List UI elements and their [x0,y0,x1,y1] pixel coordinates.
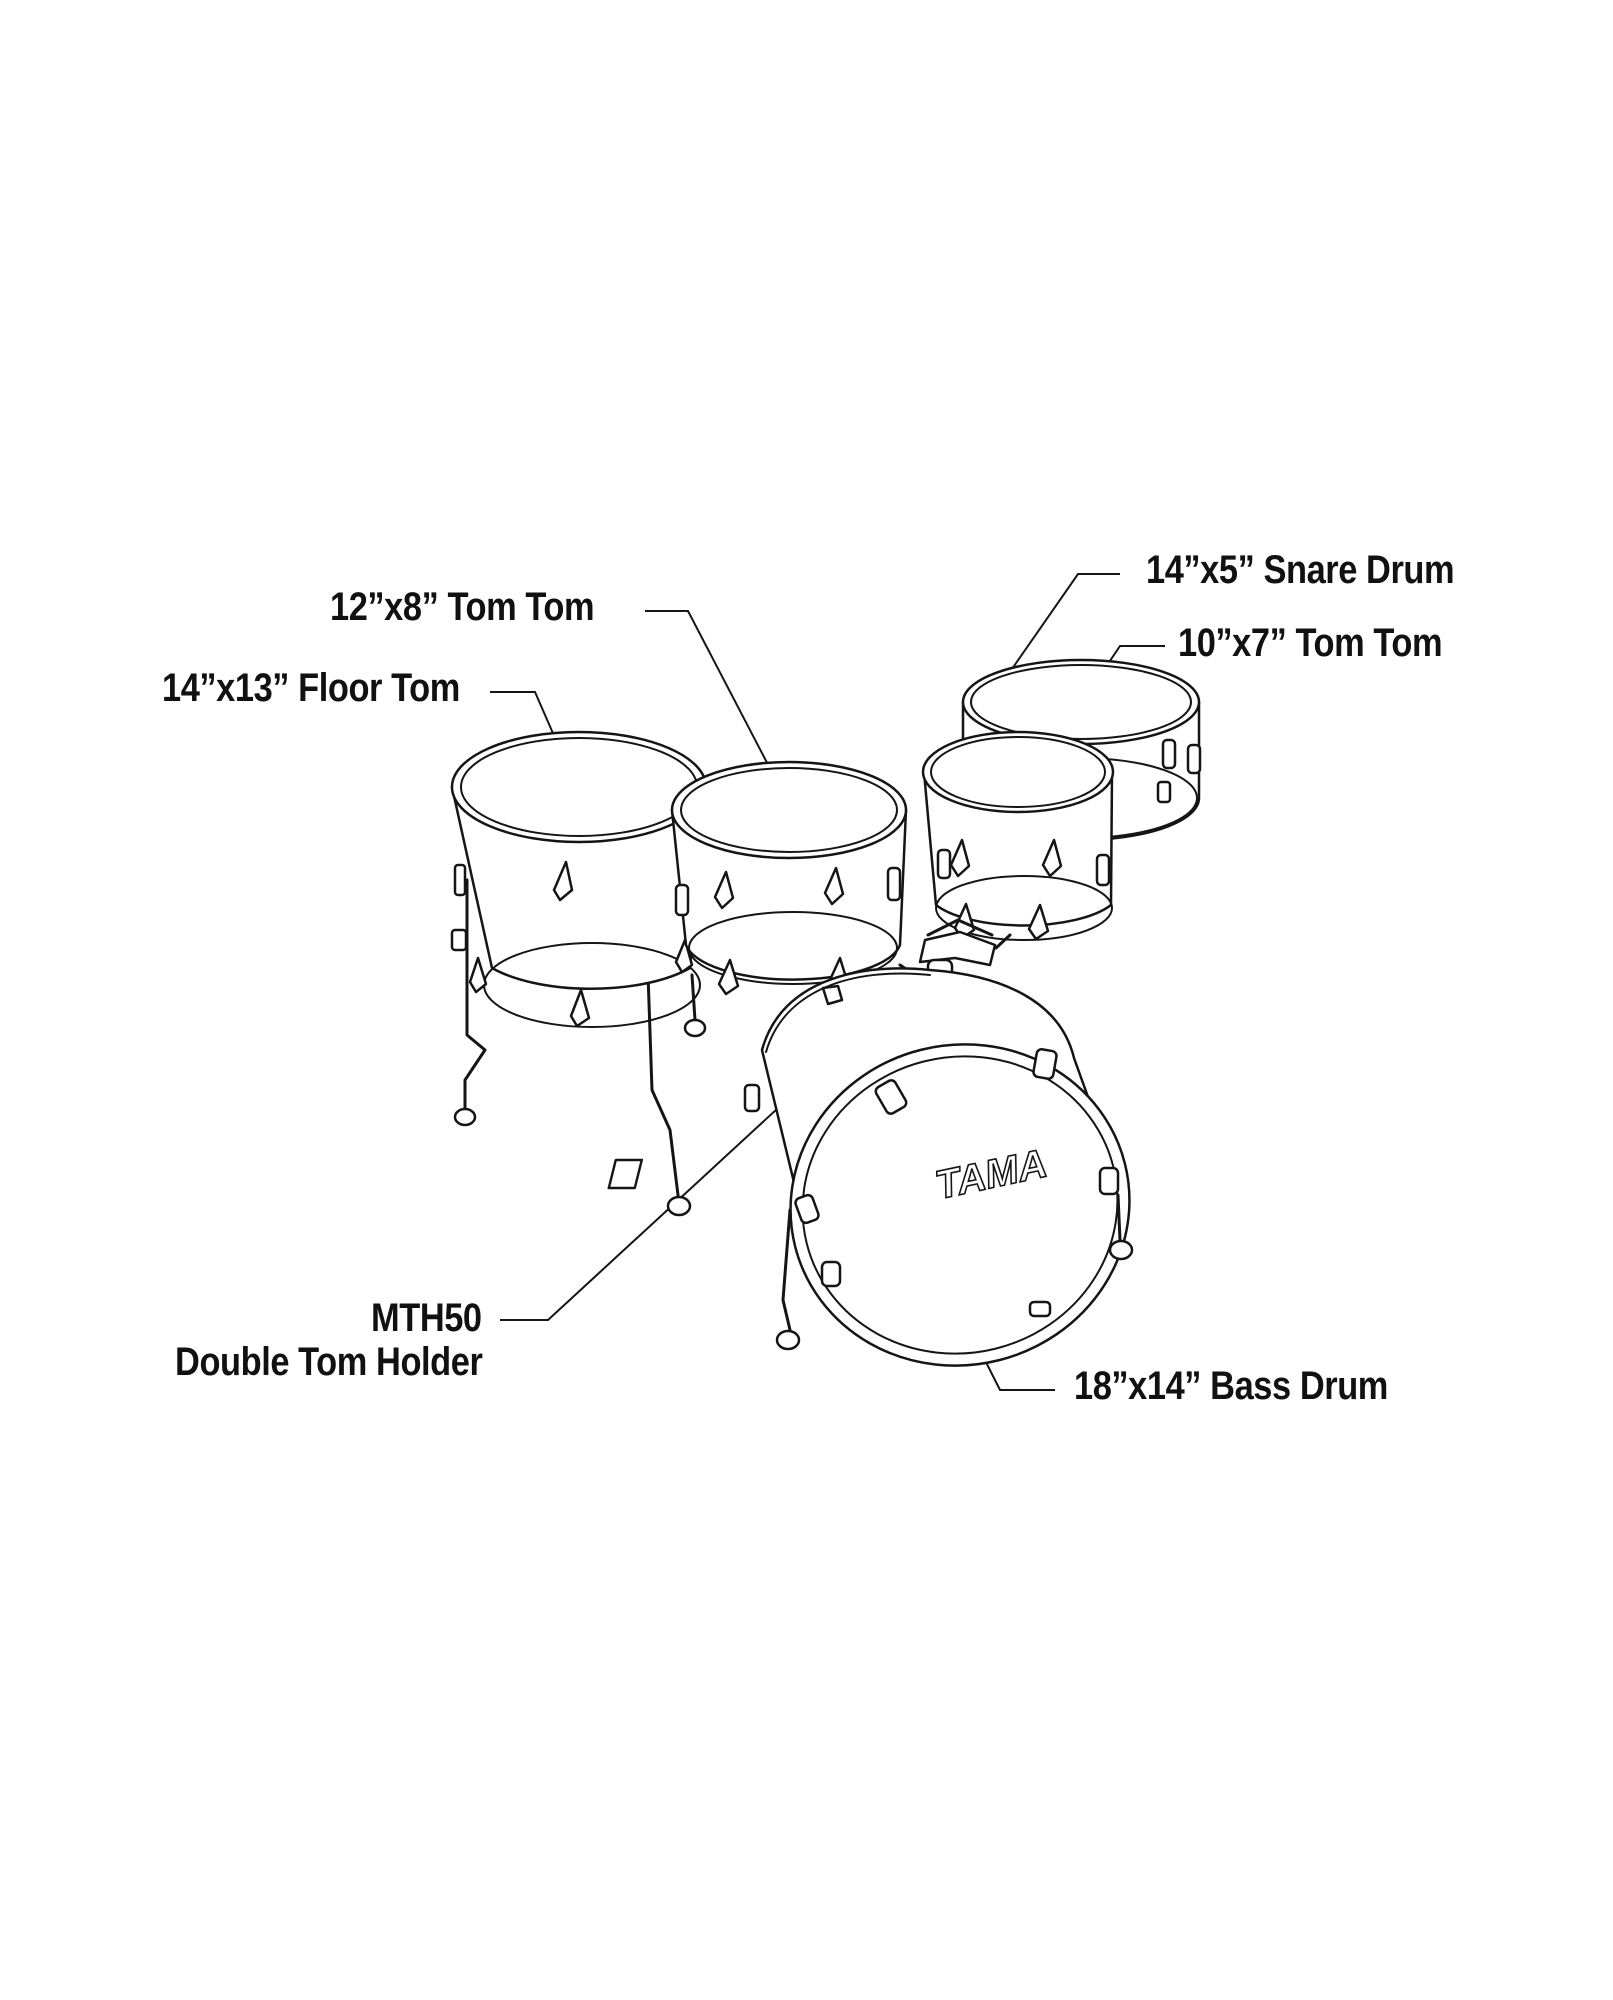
leader-tom12 [645,610,789,804]
label-holder-name: Double Tom Holder [174,1340,483,1384]
label-snare-drum: 14”x5” Snare Drum [1146,548,1455,592]
tom-12 [670,760,908,996]
label-tom-10: 10”x7” Tom Tom [1178,621,1443,665]
leader-snare [1004,573,1120,680]
floor-tom [450,730,708,1217]
label-floor-tom: 14”x13” Floor Tom [162,666,460,710]
label-bass-drum: 18”x14” Bass Drum [1074,1364,1388,1408]
label-holder-model: MTH50 [371,1296,482,1340]
label-tom-12: 12”x8” Tom Tom [330,585,595,629]
bass-drum: TAMA [607,967,1134,1367]
tom-10 [921,730,1115,941]
